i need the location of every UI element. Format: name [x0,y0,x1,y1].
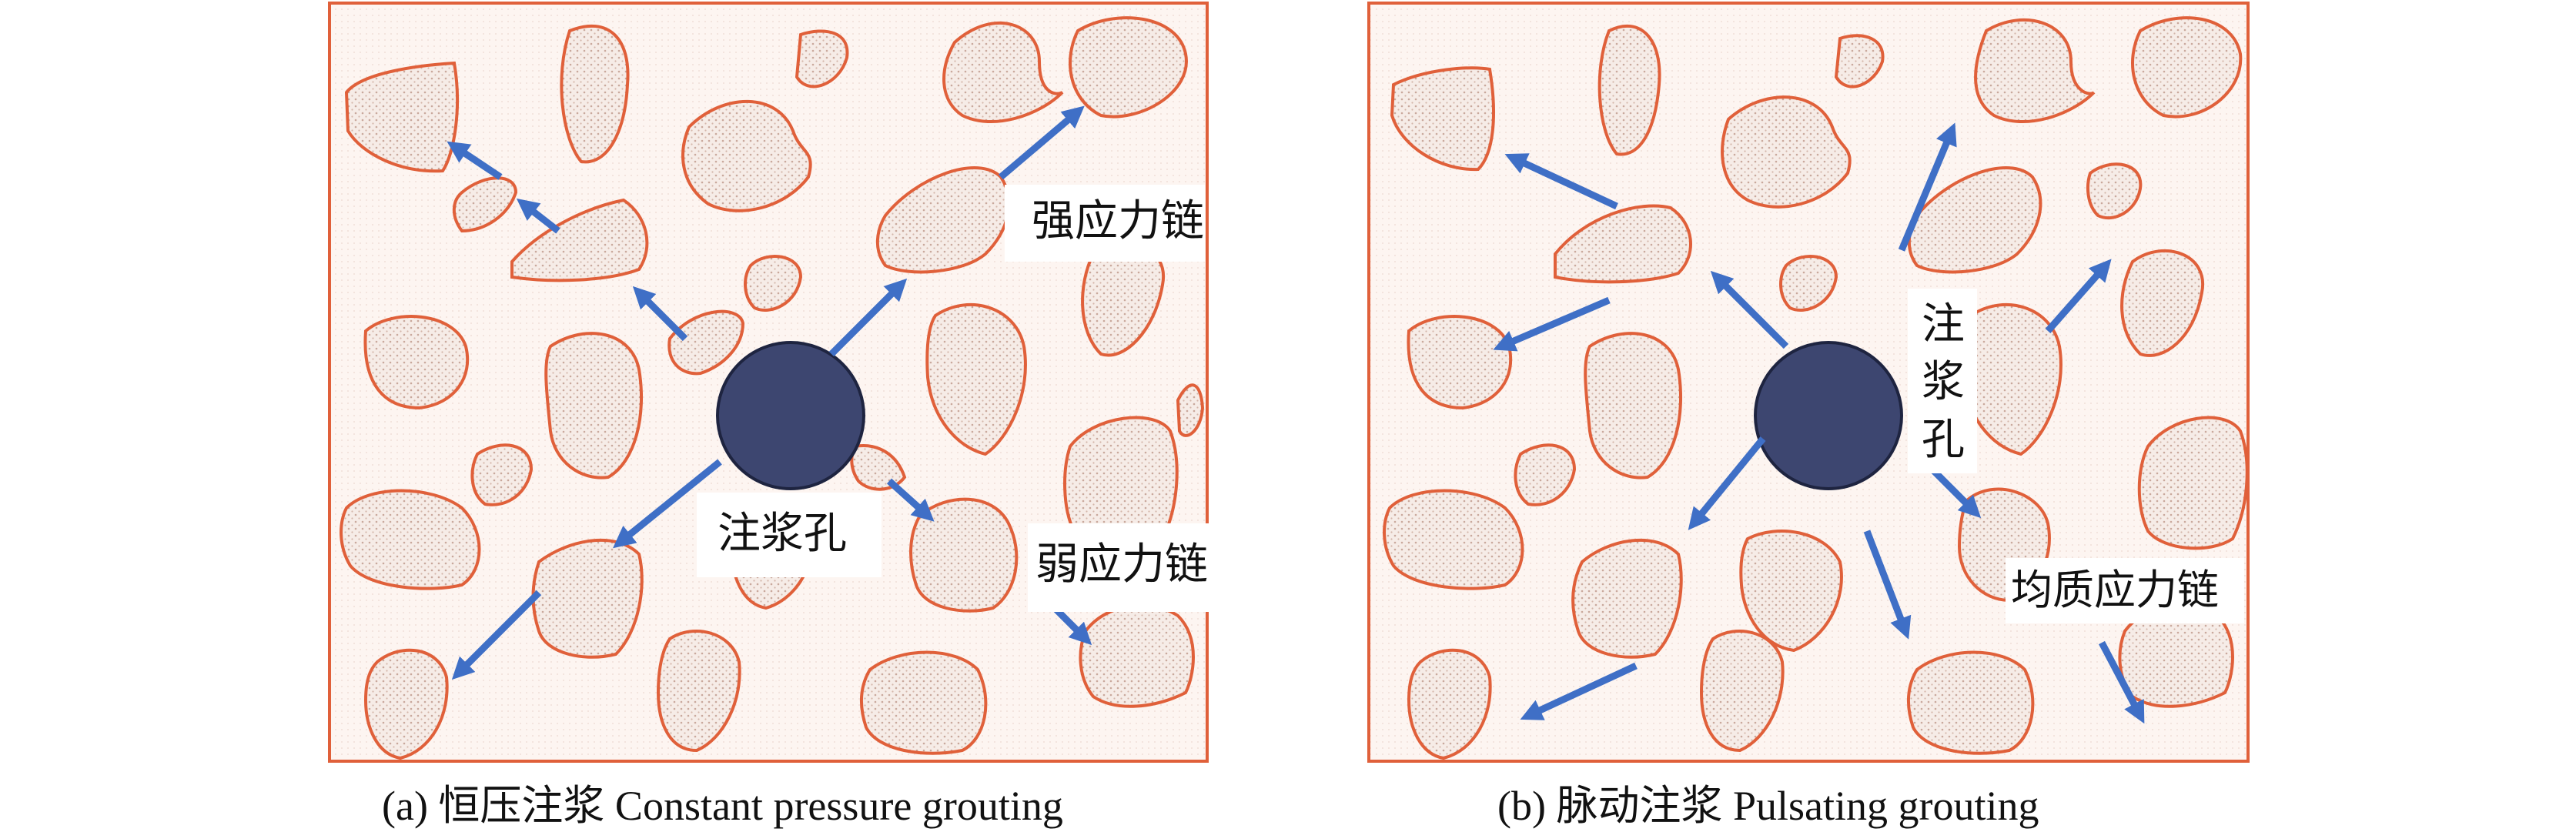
particle [1514,443,1577,506]
particle [1907,166,2042,274]
arrow [516,198,560,234]
panel-b-arrows [1493,122,2145,724]
particle [363,315,470,410]
arrow [2045,259,2112,333]
arrow [1688,436,1766,530]
particle [1079,603,1195,708]
particle [1571,538,1683,659]
particle [1779,255,1838,312]
particle [1834,34,1885,89]
arrow [1898,122,1957,252]
caption-b: (b) 脉动注浆 Pulsating grouting [1497,783,2039,829]
panel-b-particles [1383,16,2249,760]
grout-hole-a [716,341,865,490]
particle [1584,332,1682,479]
arrow [828,278,908,357]
arrow [447,141,503,180]
particle [795,29,849,89]
arrow [613,459,722,549]
particle [470,443,534,506]
particle [363,648,449,760]
label-bg [1028,523,1228,612]
particle [744,255,803,312]
grout-hole-b [1754,341,1903,490]
particle [909,497,1019,613]
particle [340,489,481,590]
particle [1721,95,1852,209]
panel-b: 注 浆 孔 均质应力链 (b) 脉动注浆 Pulsating grouting [1367,2,2250,829]
caption-a: (a) 恒压注浆 Constant pressure grouting [382,783,1063,829]
particle [2137,416,2249,550]
arrow [886,478,935,522]
arrow [1520,662,1638,720]
particle [925,302,1027,456]
particle [452,176,518,233]
particle [1597,24,1661,156]
weak-chain-label: 弱应力链 [1035,540,1208,590]
grout-hole-label-a: 注浆孔 [718,509,847,559]
arrow [999,105,1085,180]
arrow [632,286,688,342]
label-bg [697,493,882,577]
arrow [2099,640,2145,724]
grout-hole-label-b-3: 孔 [1922,415,1965,465]
particle [1383,489,1524,590]
particle [681,99,812,212]
particle [2131,16,2243,119]
particle [1739,530,1843,653]
arrow [1504,153,1618,210]
particle [1407,648,1492,760]
particle [344,61,459,173]
label-bg [1908,289,1977,473]
particle [1069,16,1188,119]
particle [1974,18,2096,123]
particle [656,630,741,753]
particle [860,650,988,755]
arrow [451,590,542,680]
particle [1407,315,1513,410]
grout-hole-label-b-1: 注 [1922,299,1965,349]
panel-a: 强应力链 注浆孔 弱应力链 (a) 恒压注浆 Constant pressure… [328,2,1228,829]
particle [1176,383,1205,437]
particle [1699,630,1785,753]
arrow [1929,466,1982,519]
label-bg [2006,558,2244,623]
particle [1554,204,1692,284]
uniform-chain-label: 均质应力链 [2011,566,2219,614]
arrow [1493,296,1611,352]
particle [1907,650,2035,755]
arrow [1710,270,1789,349]
particle [1390,66,1495,172]
grout-hole-label-b-2: 浆 [1922,357,1965,407]
particle [2086,162,2143,220]
strong-chain-label: 强应力链 [1032,196,1204,246]
particle [544,332,643,479]
particle [942,22,1064,123]
particle [875,166,1011,274]
particle [560,24,630,164]
particle [667,309,745,376]
panel-a-particles [340,16,1205,760]
particle [2120,249,2205,357]
arrow [1052,605,1092,646]
particle [850,444,907,491]
panel-a-arrows [447,105,1092,680]
label-bg [1005,185,1205,262]
particle [531,538,644,659]
particle [510,198,649,282]
arrow [1863,530,1912,640]
